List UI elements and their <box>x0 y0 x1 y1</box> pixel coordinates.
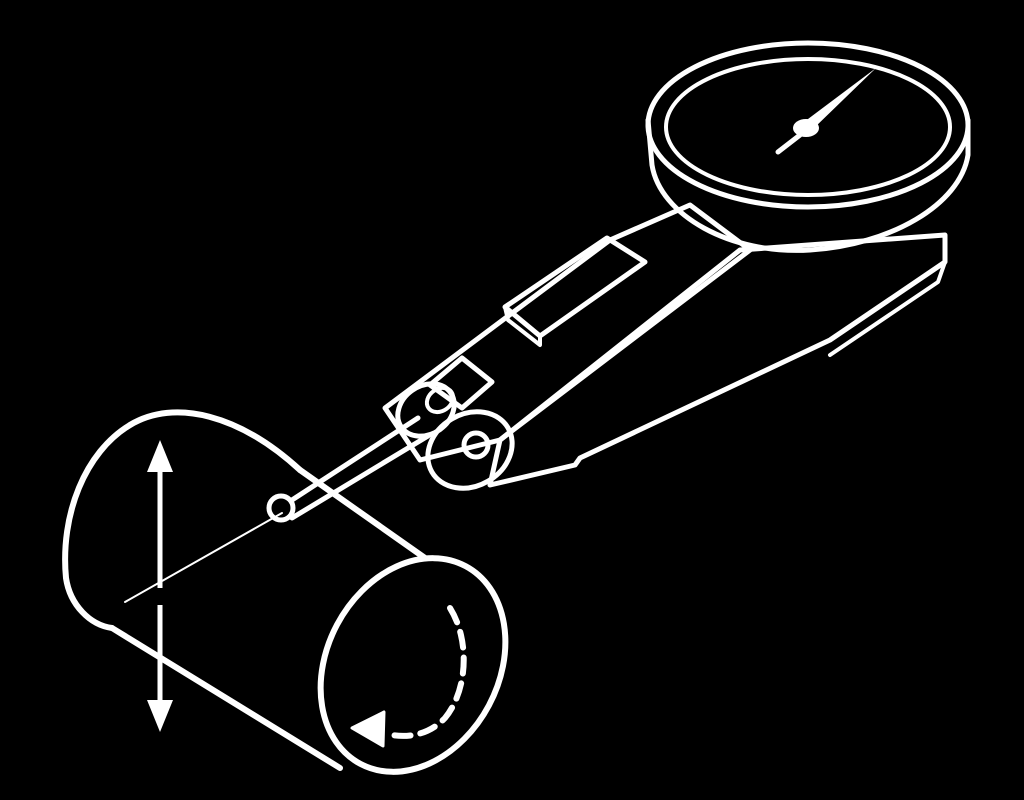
cylinder-back-cap <box>62 409 303 631</box>
pivot-cylinder-end <box>424 385 456 415</box>
cylinder-front-face <box>317 555 509 775</box>
indicator-body <box>487 232 948 488</box>
cylinder-top-edge <box>297 467 428 561</box>
dovetail-clamp-side <box>503 305 542 347</box>
cylinder-bottom-edge <box>109 625 343 771</box>
arrow-head-up <box>147 440 173 472</box>
contact-line <box>124 512 283 603</box>
arrow-head-down <box>147 700 173 732</box>
rotation-arrow-head <box>350 710 386 748</box>
rotation-arc <box>389 605 467 739</box>
dial-needle <box>804 68 876 130</box>
clevis-eye <box>425 409 515 491</box>
dovetail-clamp <box>502 235 648 339</box>
dial-test-indicator-icon <box>266 40 971 523</box>
dial-needle-hub <box>793 119 819 137</box>
double-headed-arrow-icon <box>147 440 173 732</box>
dial-bezel-side <box>645 117 971 253</box>
cylinder-shaft-icon <box>62 409 509 775</box>
clevis-hole <box>461 430 491 460</box>
dial-face <box>664 57 952 197</box>
dial-needle-tail <box>775 132 803 155</box>
dial-outer-rim <box>645 40 971 210</box>
stylus-lever <box>289 415 421 503</box>
stylus-ball <box>266 493 296 523</box>
stylus-lever-lower <box>289 433 431 521</box>
body-bottom-edge <box>828 260 947 357</box>
